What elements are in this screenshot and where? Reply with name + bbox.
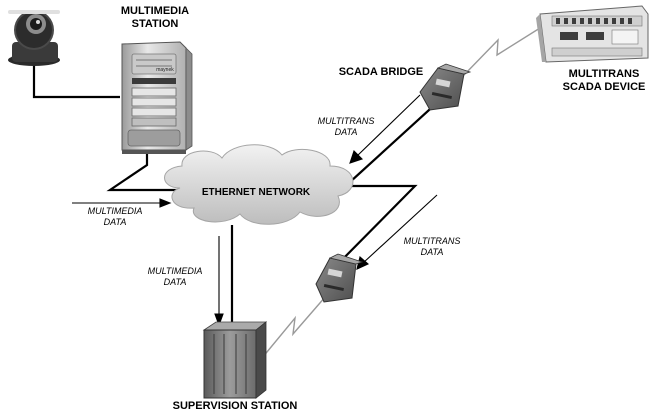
remote-bridge-icon	[315, 253, 364, 303]
wireless-links	[261, 27, 541, 359]
connection-lines	[32, 65, 441, 330]
multitrans-device-label: MULTITRANS SCADA DEVICE	[556, 68, 652, 94]
multimedia-station-label-line1: MULTIMEDIA	[120, 5, 190, 17]
multimedia-data-left-label: MULTIMEDIA DATA	[80, 206, 150, 228]
multitrans-data-right-arrow	[362, 194, 438, 264]
supervision-server-icon	[202, 321, 268, 399]
multitrans-data-right-line2: DATA	[420, 247, 444, 257]
server-badge: maynek	[156, 67, 174, 73]
multimedia-data-left-line1: MULTIMEDIA	[87, 206, 143, 216]
multimedia-server-icon	[121, 41, 193, 154]
ethernet-network-label: ETHERNET NETWORK	[201, 187, 311, 198]
network-to-remote-bridge-link	[329, 184, 418, 273]
multitrans-data-top-arrowhead	[349, 149, 364, 164]
station-to-network-link	[106, 152, 182, 192]
multitrans-device-label-line2: SCADA DEVICE	[562, 81, 646, 93]
multimedia-data-bottom-label: MULTIMEDIA DATA	[140, 266, 210, 288]
multitrans-data-top-line2: DATA	[334, 127, 358, 137]
multimedia-data-left-line2: DATA	[103, 217, 127, 227]
multitrans-device-icon	[536, 5, 649, 63]
multitrans-data-top-arrow	[355, 94, 421, 158]
multimedia-data-bottom-line2: DATA	[163, 277, 187, 287]
multitrans-data-right-label: MULTITRANS DATA	[398, 236, 466, 258]
scada-bridge-label: SCADA BRIDGE	[338, 66, 424, 78]
wireless-link-bottom	[261, 295, 327, 359]
multimedia-data-bottom-arrowhead	[214, 313, 224, 327]
multimedia-station-label: MULTIMEDIA STATION	[110, 5, 200, 31]
multitrans-device-label-line1: MULTITRANS	[568, 68, 640, 80]
camera-icon	[8, 10, 60, 66]
multimedia-data-bottom-line1: MULTIMEDIA	[147, 266, 203, 276]
supervision-station-label: SUPERVISION STATION	[172, 400, 298, 412]
multitrans-data-top-line1: MULTITRANS	[317, 116, 375, 126]
wireless-link-top	[463, 27, 541, 76]
multimedia-station-label-line2: STATION	[131, 18, 179, 30]
multitrans-data-right-line1: MULTITRANS	[403, 236, 461, 246]
scada-bridge-icon	[419, 63, 472, 111]
multitrans-data-top-label: MULTITRANS DATA	[314, 116, 378, 138]
camera-to-station-link	[32, 65, 120, 99]
ethernet-cloud	[164, 144, 354, 225]
multimedia-data-left-arrowhead	[159, 198, 172, 208]
bridge-to-network-link	[349, 99, 441, 183]
